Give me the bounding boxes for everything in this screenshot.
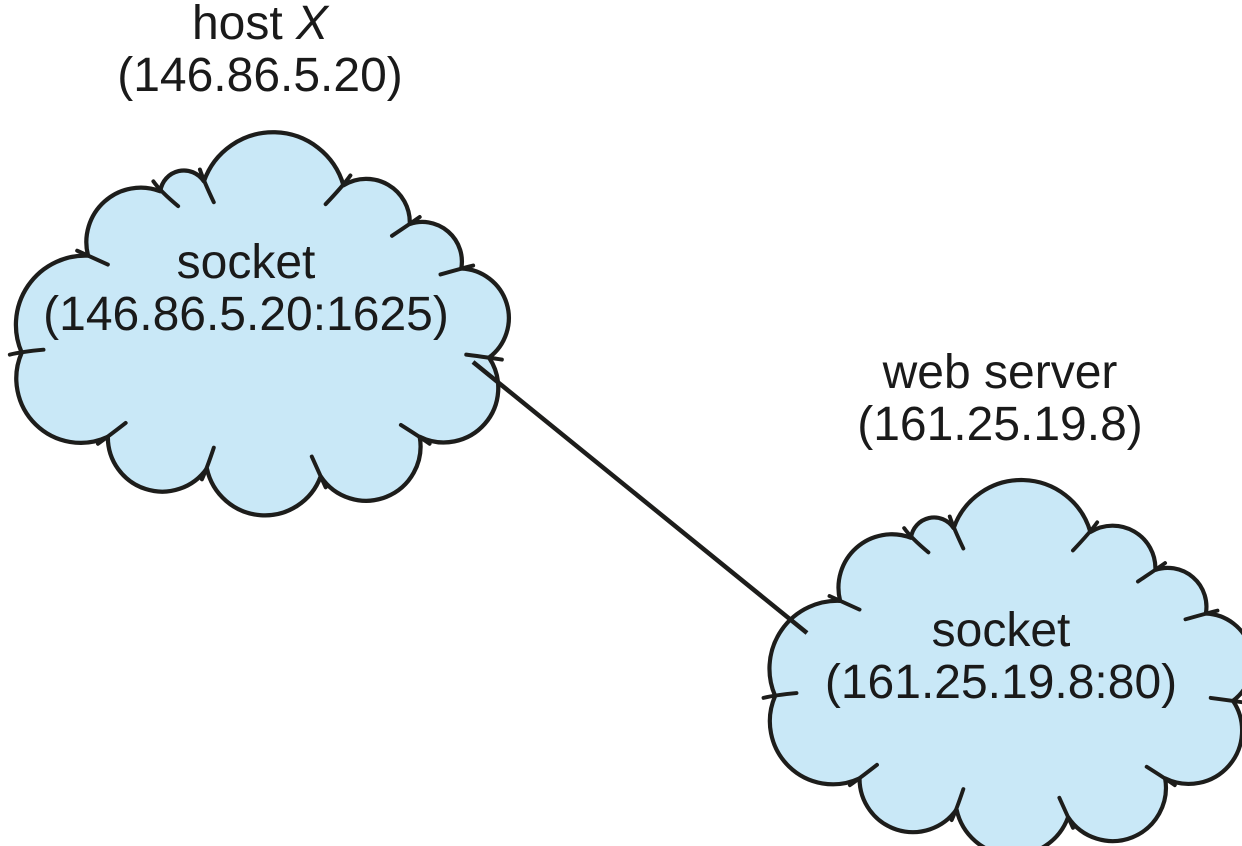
server-socket-label: socket (161.25.19.8:80): [825, 605, 1177, 709]
server-socket-address: (161.25.19.8:80): [824, 656, 1178, 709]
host-label: host X (146.86.5.20): [117, 0, 403, 102]
host-socket-label: socket (146.86.5.20:1625): [43, 237, 449, 341]
host-name: host X: [117, 0, 403, 50]
web-server-address: (161.25.19.8): [857, 398, 1143, 451]
host-socket-address: (146.86.5.20:1625): [43, 288, 449, 341]
host-socket-title: socket: [176, 236, 316, 289]
web-server-label: web server (161.25.19.8): [857, 347, 1143, 451]
host-name-prefix: host: [191, 0, 297, 50]
server-socket-title: socket: [931, 604, 1071, 657]
connection-line: [471, 360, 809, 635]
host-address: (146.86.5.20): [117, 49, 403, 102]
host-name-variable: X: [296, 0, 329, 50]
web-server-name: web server: [882, 346, 1118, 399]
